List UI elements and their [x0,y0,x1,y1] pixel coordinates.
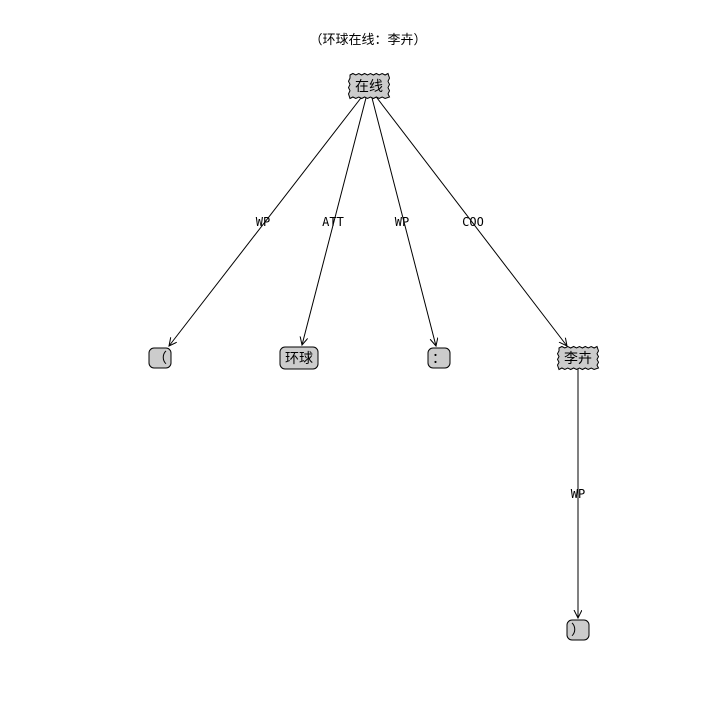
node-label: （ [153,351,167,367]
edge-label: WP [256,215,270,229]
edge-label: COO [462,215,484,229]
node-n3: ： [427,347,451,369]
edge-label: WP [571,487,585,501]
edges-layer: WP ATT WP COO WP [169,93,585,618]
node-label: ： [432,351,446,367]
edge-root-n3 [370,93,436,346]
edge-label: WP [395,215,409,229]
edge-root-n4 [373,93,567,346]
node-label: 在线 [355,79,383,95]
node-n2: 环球 [279,346,319,370]
nodes-layer: 在线 （ 环球 ： 李卉 ） [148,72,600,641]
node-n1: （ [148,347,172,369]
node-label: 环球 [285,351,313,367]
node-box [148,347,172,369]
node-label: 李卉 [564,351,592,367]
edge-root-n2 [302,93,368,345]
edge-root-n1 [169,93,365,346]
node-label: ） [571,623,585,639]
node-box [347,72,391,100]
node-n5: ） [566,619,590,641]
node-box [279,346,319,370]
node-box [556,345,600,371]
node-root: 在线 [347,72,391,100]
node-n4: 李卉 [556,345,600,371]
diagram-title: （环球在线：李卉） [309,33,426,48]
edge-label: ATT [322,215,344,229]
node-box [427,347,451,369]
node-box [566,619,590,641]
